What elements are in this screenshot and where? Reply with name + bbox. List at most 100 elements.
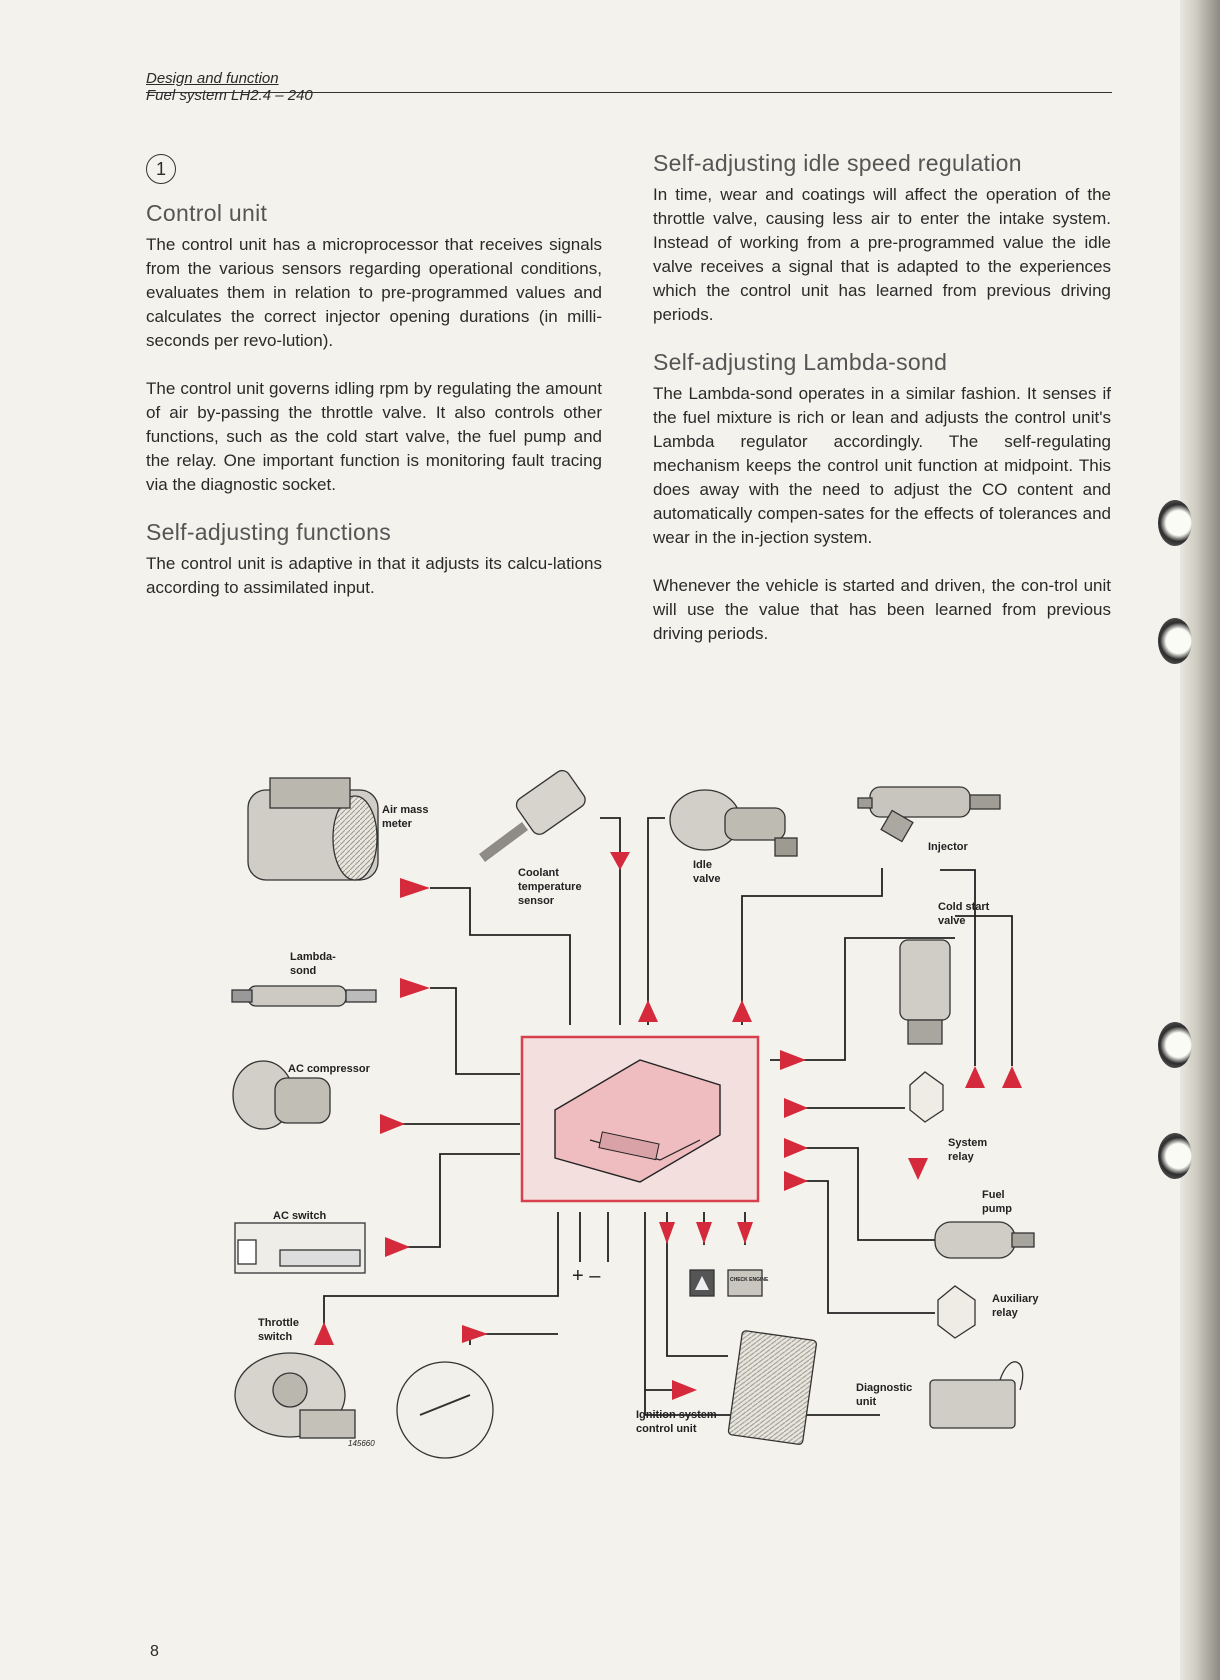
label-auxiliary-relay-1: Auxiliary [992,1293,1039,1305]
label-fuel-pump-1: Fuel [982,1189,1005,1201]
speedometer-icon [396,1361,494,1459]
control-unit-icon [554,1059,721,1183]
label-check-engine: CHECK ENGINE [730,1277,769,1283]
signal-arrows [314,852,1022,1400]
arrow-relay-a [965,1066,985,1088]
label-diagnostic-1: Diagnostic [856,1382,912,1394]
control-unit-heading: Control unit [146,200,268,226]
label-diagnostic-2: unit [856,1396,876,1408]
label-air-mass-1: Air mass [382,804,428,816]
arrow-coolant [610,852,630,870]
arrow-ignition [672,1380,697,1400]
left-column: Control unit The control unit has a micr… [146,200,602,600]
control-unit-box [520,1035,760,1203]
wiring-lines [323,817,1013,1416]
arrow-out-1 [659,1222,675,1244]
label-figure-number: 145660 [348,1439,375,1448]
arrow-ac-compressor [380,1114,405,1134]
wire-injector [741,868,883,1025]
throttle-switch-icon [234,1352,356,1439]
page-number: 8 [150,1643,159,1660]
wire-air-mass [430,887,571,1025]
label-fuel-pump-2: pump [982,1203,1012,1215]
self-adjusting-para: The control unit is adaptive in that it … [146,554,602,597]
arrow-out-2 [696,1222,712,1244]
label-throttle-1: Throttle [258,1317,299,1329]
arrow-aux-relay [784,1171,808,1191]
label-ignition-1: Ignition system [636,1409,717,1421]
arrow-relay-down [908,1158,928,1180]
label-ignition-2: control unit [636,1423,697,1435]
label-air-mass-2: meter [382,818,413,830]
arrow-injector [732,1000,752,1022]
label-lambda-1: Lambda- [290,951,336,963]
binder-hole [1158,500,1192,546]
arrow-ac-switch [385,1237,410,1257]
wire-ignition-b [666,1212,728,1357]
wire-cold-start [770,937,955,1061]
components [231,769,1035,1459]
arrow-out-3 [737,1222,753,1244]
right-column: Self-adjusting idle speed regulation In … [653,150,1111,646]
wire-lambda [430,987,520,1075]
wire-relay-b [955,915,1013,1066]
binder-hole [1158,1022,1192,1068]
wire-coolant [600,817,621,1025]
idle-valve-icon [669,789,798,857]
arrow-fuel-pump [784,1138,808,1158]
arrow-speedo [462,1325,488,1343]
arrow-air-mass [400,878,430,898]
diagram-labels: Air mass meter Coolant temperature senso… [258,804,1039,1448]
control-unit-para1: The control unit has a microprocessor th… [146,235,602,350]
wire-ac-switch [398,1153,520,1248]
arrow-cold-start [780,1050,806,1070]
arrow-relay-b [1002,1066,1022,1088]
label-cold-start-2: valve [938,915,966,927]
check-engine-lamp-icon [689,1269,763,1297]
label-idle-2: valve [693,873,721,885]
lambda-heading: Self-adjusting Lambda-sond [653,349,948,375]
label-plus-minus: + – [572,1265,601,1287]
arrow-throttle [314,1322,334,1345]
wire-fuel-pump [798,1147,935,1241]
label-system-relay-1: System [948,1137,987,1149]
binder-hole [1158,1133,1192,1179]
diagnostic-unit-icon [929,1361,1024,1429]
injector-icon [857,786,1001,843]
label-idle-1: Idle [693,859,712,871]
ac-switch-icon [234,1222,366,1274]
label-lambda-2: sond [290,965,316,977]
label-coolant-3: sensor [518,895,555,907]
arrow-system-relay [784,1098,808,1118]
binder-hole [1158,618,1192,664]
label-throttle-2: switch [258,1331,293,1343]
idle-para: In time, wear and coatings will affect t… [653,185,1111,324]
coolant-sensor-icon [479,769,586,863]
label-auxiliary-relay-2: relay [992,1307,1019,1319]
label-cold-start-1: Cold start [938,901,990,913]
arrow-lambda [400,978,430,998]
page-edge [1180,0,1220,1680]
control-unit-para2: The control unit governs idling rpm by r… [146,379,602,494]
self-adjusting-heading: Self-adjusting functions [146,519,392,545]
cold-start-valve-icon [899,939,951,1045]
page-header: Design and function Fuel system LH2.4 – … [146,70,1112,104]
wire-relay-a [940,869,976,1066]
lambda-sond-icon [231,985,377,1007]
air-mass-meter-icon [247,777,379,881]
system-relay-icon [909,1071,944,1123]
header-rule [146,92,1112,93]
ac-compressor-icon [232,1060,331,1130]
idle-heading: Self-adjusting idle speed regulation [653,150,1022,176]
label-ac-switch: AC switch [273,1210,326,1222]
arrow-idle [638,1000,658,1022]
label-coolant-2: temperature [518,881,582,893]
label-system-relay-2: relay [948,1151,975,1163]
auxiliary-relay-icon [937,1285,976,1339]
header-subsection: Fuel system LH2.4 – 240 [146,87,313,104]
ignition-control-unit-icon [727,1330,817,1445]
header-section: Design and function [146,70,279,87]
wire-aux-relay [798,1180,935,1314]
wire-throttle [323,1212,559,1345]
